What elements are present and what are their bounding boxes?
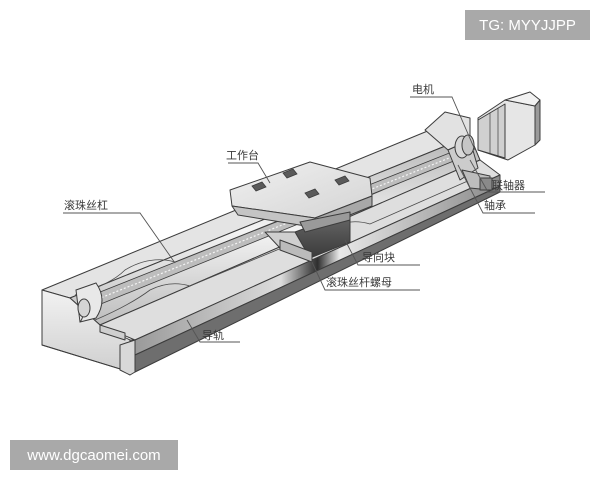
watermark-bottom-left: www.dgcaomei.com bbox=[10, 440, 178, 470]
label-guide-rail: 导轨 bbox=[202, 329, 224, 342]
leader-lines bbox=[63, 96, 545, 343]
label-motor: 电机 bbox=[412, 83, 434, 96]
mounting-holes bbox=[251, 168, 350, 199]
left-end-cap bbox=[75, 282, 103, 323]
watermark-top-right: TG: MYYJJPP bbox=[465, 10, 590, 40]
label-ball-screw: 滚珠丝杠 bbox=[64, 199, 108, 212]
label-workbench: 工作台 bbox=[226, 149, 259, 162]
workbench bbox=[229, 161, 373, 263]
label-guide-block: 导向块 bbox=[362, 251, 395, 264]
label-coupling: 联轴器 bbox=[492, 179, 525, 192]
label-ball-screw-nut: 滚珠丝杆螺母 bbox=[326, 276, 392, 289]
motor-assembly bbox=[424, 91, 541, 191]
label-bearing: 轴承 bbox=[484, 199, 506, 212]
